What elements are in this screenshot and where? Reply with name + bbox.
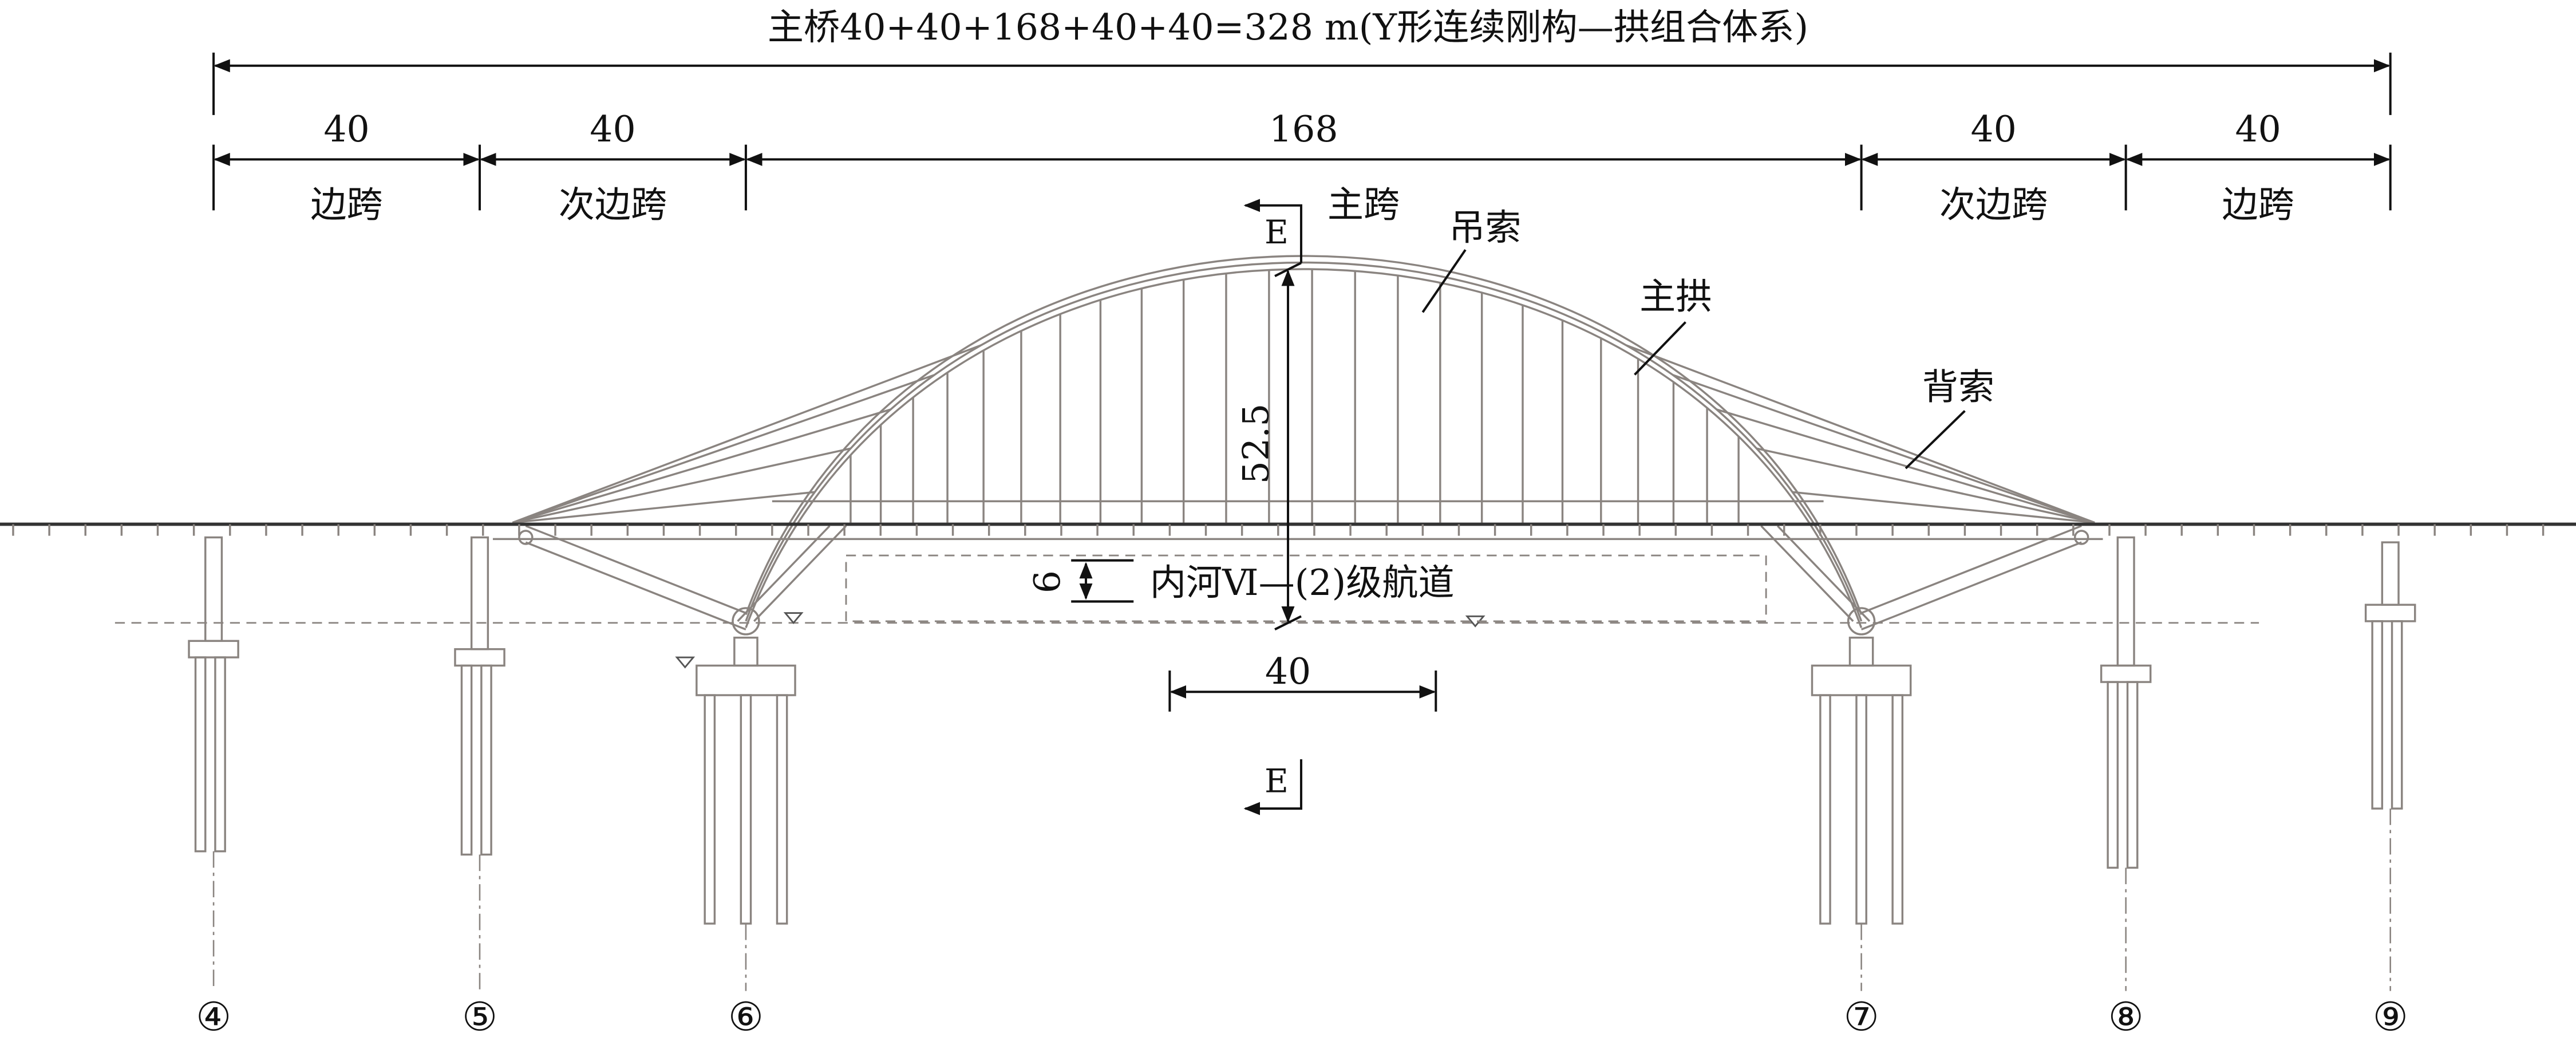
y-strut-inner — [1760, 525, 1854, 622]
section-mark-top — [1243, 199, 1302, 263]
waterway-class-label: 内河Ⅵ—(2)级航道 — [1150, 561, 1455, 604]
back-cable — [512, 447, 851, 524]
span-name: 边跨 — [2222, 183, 2294, 226]
back-cable — [1756, 447, 2095, 524]
pile-cap — [1811, 664, 1912, 696]
clearance-width-value: 40 — [1265, 650, 1311, 692]
span-name: 边跨 — [310, 183, 382, 226]
pier-numbers: ④ ⑤ ⑥ ⑦ ⑧ ⑨ — [196, 995, 2408, 1037]
y-strut-outer — [525, 541, 746, 630]
back-cable — [512, 491, 815, 524]
pile-cap — [696, 664, 796, 696]
y-strut-inner — [1776, 525, 1871, 622]
span-length: 40 — [2235, 108, 2281, 150]
y-strut-inner — [737, 525, 831, 622]
span-length: 40 — [590, 108, 635, 150]
section-mark-top-label: E — [1265, 213, 1289, 251]
pier-number: ⑧ — [2108, 995, 2144, 1037]
pile — [704, 694, 716, 925]
pier-column — [204, 536, 223, 642]
pile — [480, 664, 492, 856]
back-cable-label: 背索 — [1922, 365, 1994, 408]
clearance-height-value: 6 — [1026, 570, 1068, 593]
back-cable — [1716, 408, 2095, 524]
pile — [2371, 620, 2384, 810]
back-cable — [1672, 374, 2095, 524]
span-name: 次边跨 — [1939, 183, 2048, 226]
back-cable — [512, 374, 935, 524]
back-cable — [1792, 491, 2095, 524]
pier-column — [2381, 541, 2400, 606]
y-strut-inner — [753, 525, 847, 622]
rise-value: 52.5 — [1235, 404, 1277, 484]
pile — [2107, 681, 2119, 869]
drawing-title: 主桥40+40+168+40+40=328 m(Y形连续刚构—拱组合体系) — [768, 6, 1808, 48]
pile — [2391, 620, 2403, 810]
pier-column — [1848, 636, 1874, 667]
span-length: 40 — [323, 108, 369, 150]
hanger-leader — [1421, 249, 1467, 313]
span-length: 40 — [1970, 108, 2016, 150]
back-cable — [1626, 344, 2095, 524]
back-cable-leader — [1905, 410, 1966, 470]
pile — [2126, 681, 2139, 869]
pier-number: ⑦ — [1844, 995, 1879, 1037]
y-strut-outer — [1860, 525, 2082, 614]
pier-column — [2116, 536, 2135, 667]
pier-number: ⑨ — [2373, 995, 2408, 1037]
hinge-bearing — [518, 530, 534, 545]
main-span-label: 主跨 — [1327, 183, 1400, 226]
bridge-structure — [188, 255, 2416, 991]
section-mark-bottom-label: E — [1265, 762, 1289, 800]
span-length: 168 — [1269, 108, 1338, 150]
main-arch-label: 主拱 — [1639, 275, 1712, 318]
pier-column — [733, 636, 758, 667]
pier-column — [470, 536, 489, 650]
main-arch-leader — [1634, 321, 1686, 376]
pile — [1891, 694, 1904, 925]
pile — [460, 664, 473, 856]
hanger-label: 吊索 — [1449, 206, 1521, 249]
back-cable — [512, 344, 982, 524]
hinge-bearing — [732, 607, 760, 636]
pile — [740, 694, 752, 925]
navigation-clearance-box — [845, 554, 1767, 622]
dim-tick — [1274, 615, 1302, 631]
pier-number: ④ — [196, 995, 231, 1037]
back-cable — [512, 408, 891, 524]
main-arch — [745, 268, 1863, 628]
section-mark-bottom — [1243, 759, 1302, 815]
pile-cap — [2364, 604, 2416, 622]
pile — [214, 656, 226, 853]
pile — [776, 694, 788, 925]
pile-cap — [188, 640, 239, 659]
hinge-bearing — [1847, 607, 1876, 636]
pile — [1819, 694, 1831, 925]
pier-number: ⑤ — [462, 995, 497, 1037]
y-strut-outer — [525, 525, 746, 614]
main-arch — [745, 261, 1863, 622]
hinge-bearing — [2073, 530, 2089, 545]
span-dimensions: 40 边跨 40 次边跨 168 40 次边跨 40 边跨 — [212, 108, 2392, 226]
pile-cap — [2100, 664, 2152, 683]
y-strut-outer — [1860, 541, 2082, 630]
pile — [194, 656, 207, 853]
span-name: 次边跨 — [559, 183, 667, 226]
deck-ticks — [12, 524, 2545, 536]
dim-tick — [1274, 262, 1302, 277]
main-arch — [745, 255, 1863, 615]
pile-cap — [454, 648, 505, 667]
pier-number: ⑥ — [728, 995, 764, 1037]
pile — [1855, 694, 1867, 925]
